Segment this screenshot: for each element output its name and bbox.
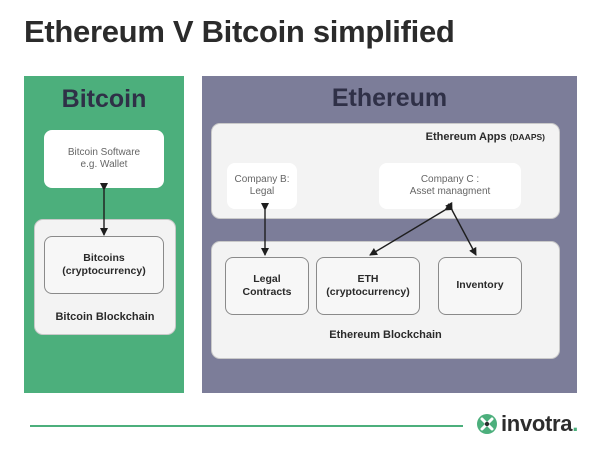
company-c-box: Company C : Asset managment bbox=[379, 163, 521, 209]
legal-contracts-line-2: Contracts bbox=[242, 286, 292, 298]
company-c-line-1: Company C : bbox=[420, 173, 480, 185]
legal-contracts-box: Legal Contracts bbox=[225, 257, 309, 315]
invotra-logo: invotra. bbox=[476, 411, 578, 437]
eth-line-1: ETH bbox=[357, 272, 379, 285]
bitcoin-blockchain-label: Bitcoin Blockchain bbox=[55, 311, 155, 323]
ethereum-apps-label-suffix: (DAAPS) bbox=[509, 132, 545, 142]
ethereum-blockchain-box: Legal Contracts ETH (cryptocurrency) Inv… bbox=[211, 241, 560, 359]
eth-box: ETH (cryptocurrency) bbox=[316, 257, 420, 315]
legal-contracts-line-1: Legal bbox=[253, 272, 281, 285]
bitcoin-title: Bitcoin bbox=[61, 85, 147, 113]
company-b-line-2: Legal bbox=[249, 186, 275, 197]
bitcoin-software-line-2: e.g. Wallet bbox=[80, 159, 128, 170]
bitcoins-line-1: Bitcoins bbox=[83, 251, 125, 264]
ethereum-panel: Ethereum Ethereum Apps (DAAPS) Company B… bbox=[202, 76, 577, 393]
footer-divider bbox=[30, 425, 463, 427]
ethereum-title: Ethereum bbox=[331, 84, 448, 112]
bitcoin-blockchain-box: Bitcoins (cryptocurrency) Bitcoin Blockc… bbox=[34, 219, 176, 335]
company-b-line-1: Company B: bbox=[234, 173, 290, 185]
company-c-line-2: Asset managment bbox=[409, 186, 491, 197]
bitcoins-box: Bitcoins (cryptocurrency) bbox=[44, 236, 164, 294]
bitcoin-panel: Bitcoin Bitcoin Software e.g. Wallet Bit… bbox=[24, 76, 184, 393]
bitcoin-software-box: Bitcoin Software e.g. Wallet bbox=[44, 130, 164, 188]
ethereum-apps-label-text: Ethereum Apps bbox=[425, 131, 507, 143]
ethereum-apps-box: Ethereum Apps (DAAPS) Company B: Legal C… bbox=[211, 123, 560, 219]
bitcoins-line-2: (cryptocurrency) bbox=[62, 265, 146, 277]
ethereum-apps-label: Ethereum Apps (DAAPS) bbox=[426, 131, 545, 143]
ethereum-blockchain-label: Ethereum Blockchain bbox=[329, 329, 442, 341]
company-b-box: Company B: Legal bbox=[227, 163, 297, 209]
page-title: Ethereum V Bitcoin simplified bbox=[24, 14, 455, 49]
bitcoin-software-line-1: Bitcoin Software bbox=[67, 146, 141, 158]
invotra-logo-text: invotra. bbox=[501, 411, 579, 436]
eth-line-2: (cryptocurrency) bbox=[326, 286, 410, 298]
inventory-box: Inventory bbox=[438, 257, 522, 315]
inventory-label: Inventory bbox=[456, 279, 504, 292]
invotra-mark-icon bbox=[477, 414, 497, 434]
